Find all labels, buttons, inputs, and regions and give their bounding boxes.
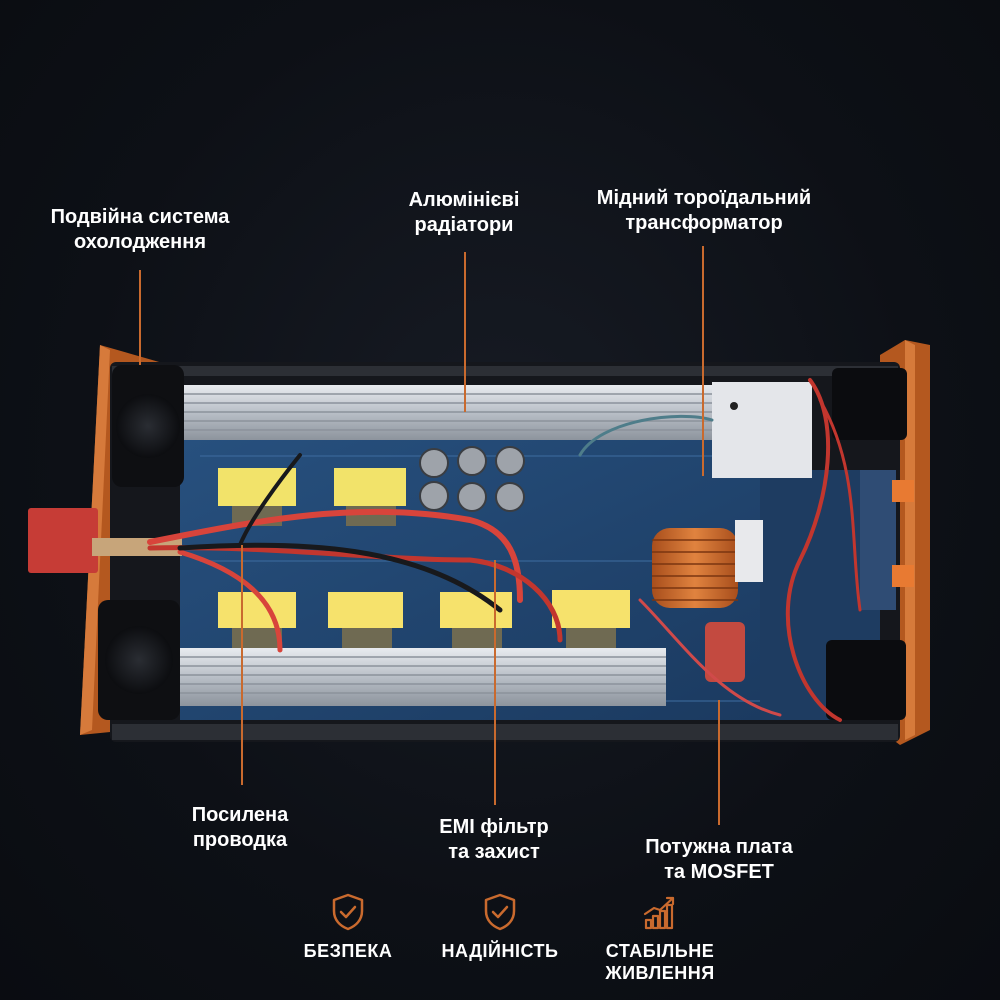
wiring-harness [147,378,862,722]
feature-reliability: НАДІЙНІСТЬ [430,892,570,962]
control-module [712,382,812,478]
shield-check-icon [332,893,364,931]
callout-transformer: Мідний тороїдальний трансформатор [596,187,812,234]
feature-stable-power: СТАБІЛЬНЕ ЖИВЛЕННЯ [590,892,730,984]
ac-socket-top [832,368,907,440]
ac-socket-bottom [826,640,906,720]
leader-radiators [464,252,466,412]
bottom-heatsink [168,648,666,706]
shield-check-icon [484,893,516,931]
display-board [860,470,896,610]
cooling-fan-top [112,365,184,487]
callout-wiring: Посилена проводка [191,804,289,851]
feature-safety-label: БЕЗПЕКА [303,941,393,961]
leader-mosfet [718,700,720,825]
feature-safety: БЕЗПЕКА [278,892,418,962]
leader-cooling [139,270,141,365]
callout-cooling: Подвійна система охолодження [50,206,230,253]
callout-emi: EMI фільтр та захист [439,816,549,863]
feature-reliability-label: НАДІЙНІСТЬ [441,941,559,961]
top-heatsink [178,385,718,440]
feature-stable-power-label: СТАБІЛЬНЕ ЖИВЛЕННЯ [605,941,715,983]
leader-emi [494,560,496,805]
leader-wiring [241,545,243,785]
callout-mosfet: Потужна плата та MOSFET [645,836,793,883]
leader-transformer [702,246,704,476]
cooling-fan-bottom [98,600,180,720]
rising-bar-chart-icon [643,896,675,930]
callout-radiators: Алюмінієві радіатори [408,189,520,236]
toroidal-transformer [652,520,763,682]
capacitors [419,446,525,512]
battery-terminal [28,508,98,573]
